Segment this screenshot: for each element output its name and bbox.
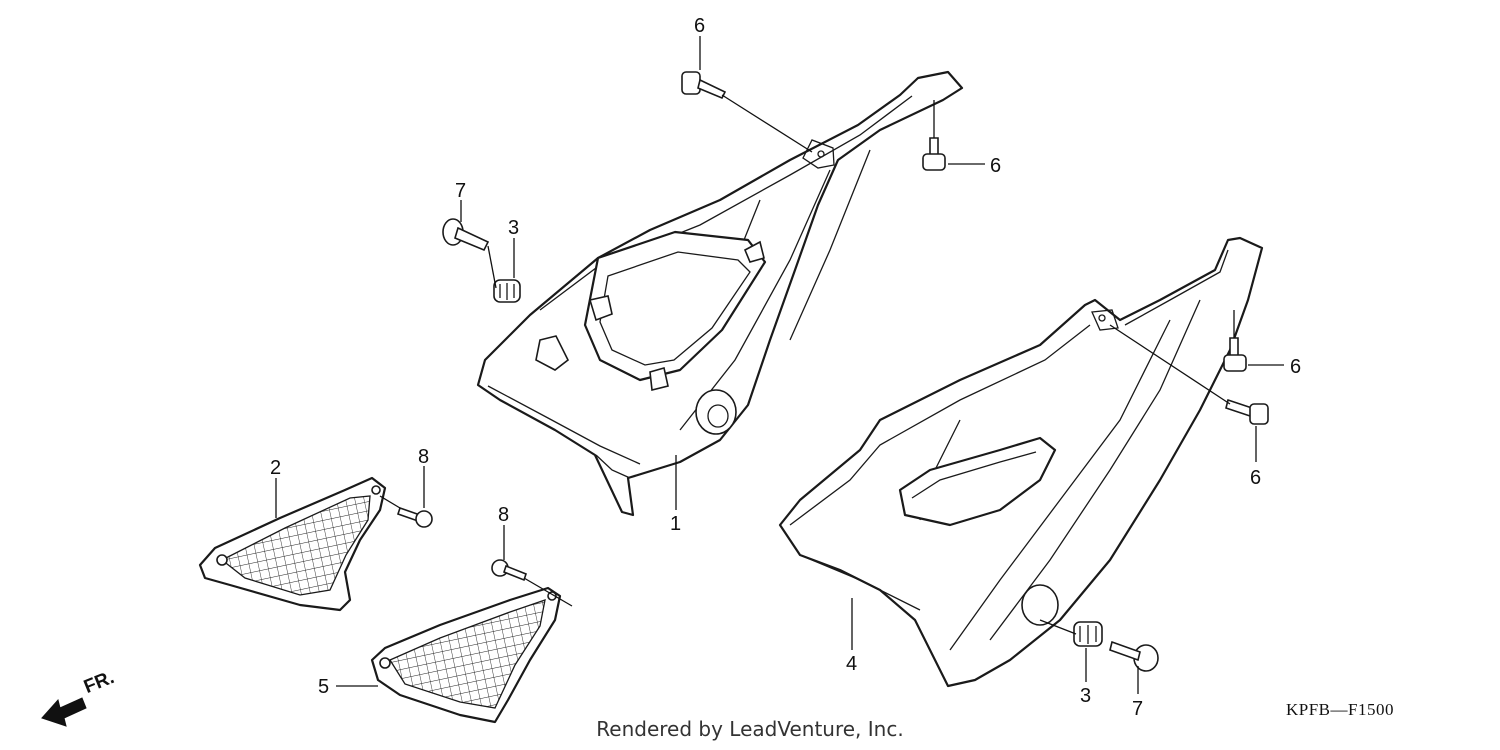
callout-8-upper: 8 (418, 446, 429, 468)
right-side-cover-part (778, 236, 1264, 688)
lower-mesh-grille-part (370, 586, 562, 724)
upper-mesh-grille-part (198, 476, 387, 612)
callout-6-upper-right: 6 (990, 155, 1001, 177)
leader-lines (275, 36, 1284, 694)
grommet-3-right (1073, 621, 1103, 647)
screw-8-upper (396, 506, 433, 528)
bolt-6-mid-right (1223, 337, 1247, 372)
credit-text: Rendered by LeadVenture, Inc. (596, 717, 904, 741)
callout-6-top: 6 (694, 15, 705, 37)
callout-1: 1 (670, 513, 681, 535)
grommet-3-left (493, 279, 521, 303)
callout-7-left: 7 (455, 180, 466, 202)
bolt-6-top (681, 71, 727, 100)
screw-7-right (1109, 640, 1159, 672)
callout-6-lower-right: 6 (1250, 467, 1261, 489)
callout-labels: 6 6 7 3 1 2 8 8 5 4 6 6 3 7 (270, 15, 1301, 720)
left-side-cover-part (476, 70, 964, 517)
callout-4: 4 (846, 653, 857, 675)
bolt-6-lower-right (1225, 398, 1269, 425)
callout-7-right: 7 (1132, 698, 1143, 720)
callout-6-mid-right: 6 (1290, 356, 1301, 378)
callout-2: 2 (270, 457, 281, 479)
front-arrow-icon (41, 697, 87, 727)
bolt-6-upper-right (922, 137, 946, 171)
screw-8-lower (491, 559, 527, 582)
callout-3-right: 3 (1080, 685, 1091, 707)
callout-8-lower: 8 (498, 504, 509, 526)
callout-3-left: 3 (508, 217, 519, 239)
diagram-code: KPFB—F1500 (1286, 700, 1394, 719)
callout-5: 5 (318, 676, 329, 698)
screw-7-left (442, 218, 490, 252)
